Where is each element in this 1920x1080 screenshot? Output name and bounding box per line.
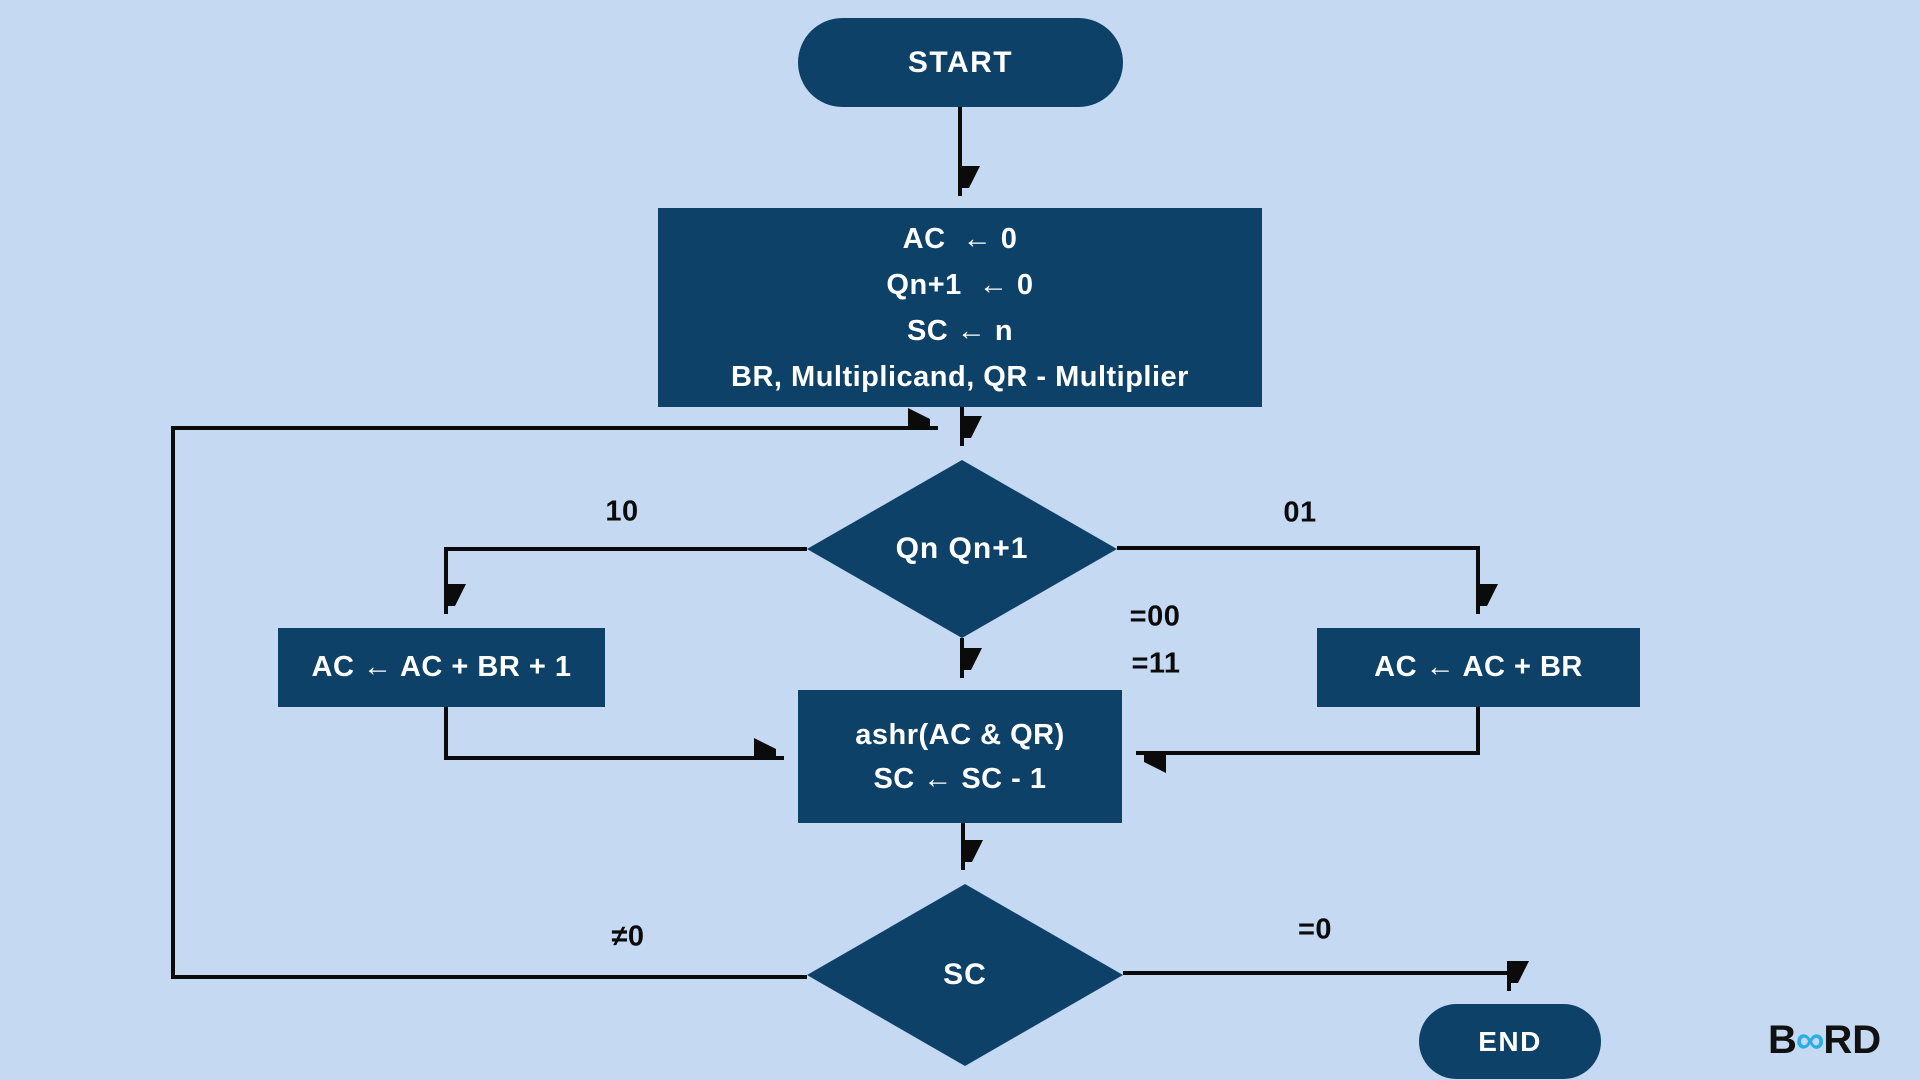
init-line-br-qr: BR, Multiplicand, QR - Multiplier bbox=[731, 360, 1189, 393]
subtract-label: AC ← AC + BR + 1 bbox=[311, 651, 572, 683]
start-node: START bbox=[798, 18, 1123, 107]
edge-label-neq0: ≠0 bbox=[611, 920, 645, 953]
board-logo-prefix: B bbox=[1768, 1018, 1797, 1062]
decision-count-node: SC bbox=[807, 884, 1123, 1066]
shift-node: ashr(AC & QR) SC ← SC - 1 bbox=[798, 690, 1122, 823]
start-label: START bbox=[907, 45, 1014, 79]
decision-bits-node: Qn Qn+1 bbox=[807, 460, 1117, 638]
add-label: AC ← AC + BR bbox=[1374, 651, 1583, 683]
infinity-icon: ∞ bbox=[1795, 1018, 1825, 1062]
edge-label-10: 10 bbox=[605, 495, 639, 528]
board-logo: B ∞ RD bbox=[1768, 1018, 1881, 1062]
edge-label-eq0: =0 bbox=[1297, 913, 1333, 946]
init-line-sc: SC ← n bbox=[906, 314, 1014, 347]
edge-label-01: 01 bbox=[1283, 496, 1317, 529]
add-node: AC ← AC + BR bbox=[1317, 628, 1640, 707]
decision-count-label: SC bbox=[943, 958, 987, 991]
shift-line-ashr: ashr(AC & QR) bbox=[855, 718, 1065, 751]
edge-label-eq11: =11 bbox=[1131, 647, 1181, 680]
init-line-qn1: Qn+1 ← 0 bbox=[886, 268, 1034, 301]
init-node: AC ← 0 Qn+1 ← 0 SC ← n BR, Multiplicand,… bbox=[658, 208, 1262, 407]
decision-bits-label: Qn Qn+1 bbox=[895, 532, 1029, 565]
end-node: END bbox=[1419, 1004, 1601, 1079]
init-line-ac: AC ← 0 bbox=[902, 222, 1018, 255]
subtract-node: AC ← AC + BR + 1 bbox=[278, 628, 605, 707]
edge-label-eq00: =00 bbox=[1129, 600, 1181, 633]
board-logo-suffix: RD bbox=[1823, 1018, 1882, 1062]
shift-line-sc: SC ← SC - 1 bbox=[873, 762, 1047, 795]
end-label: END bbox=[1478, 1025, 1542, 1057]
